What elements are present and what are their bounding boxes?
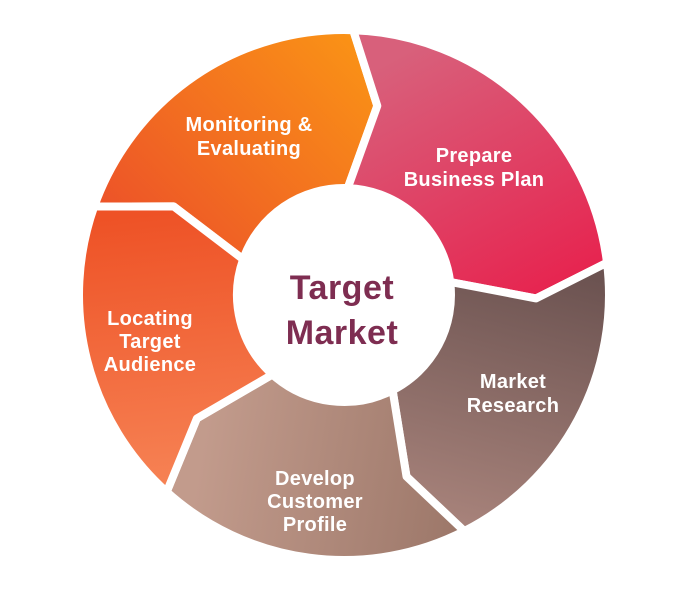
segment-develop-customer-profile	[162, 370, 469, 564]
segment-locating-target-audience	[75, 202, 277, 496]
segments-ring	[75, 26, 613, 564]
svg-text:Market: Market	[286, 314, 399, 352]
svg-text:Research: Research	[467, 395, 559, 417]
segment-prepare-business-plan	[343, 26, 611, 303]
svg-text:Market: Market	[480, 371, 546, 393]
svg-text:Profile: Profile	[283, 514, 347, 536]
label-prepare-business-plan: Prepare Business Plan	[404, 145, 545, 191]
svg-text:Locating: Locating	[107, 308, 193, 330]
segment-labels: Monitoring & Evaluating Prepare Business…	[104, 114, 559, 536]
svg-text:Target: Target	[119, 331, 180, 353]
label-locating-target-audience: Locating Target Audience	[104, 308, 196, 376]
svg-text:Target: Target	[290, 269, 394, 307]
svg-text:Develop: Develop	[275, 468, 355, 490]
label-monitoring-evaluating: Monitoring & Evaluating	[186, 114, 313, 160]
segment-monitoring-evaluating	[90, 26, 382, 264]
label-develop-customer-profile: Develop Customer Profile	[267, 468, 363, 536]
center-title: Target Market	[286, 269, 399, 352]
segment-market-research	[388, 258, 613, 536]
svg-text:Evaluating: Evaluating	[197, 138, 301, 160]
svg-text:Monitoring &: Monitoring &	[186, 114, 313, 136]
svg-text:Business Plan: Business Plan	[404, 169, 545, 191]
svg-text:Prepare: Prepare	[436, 145, 513, 167]
svg-text:Customer: Customer	[267, 491, 363, 513]
svg-text:Audience: Audience	[104, 354, 196, 376]
label-market-research: Market Research	[467, 371, 559, 417]
